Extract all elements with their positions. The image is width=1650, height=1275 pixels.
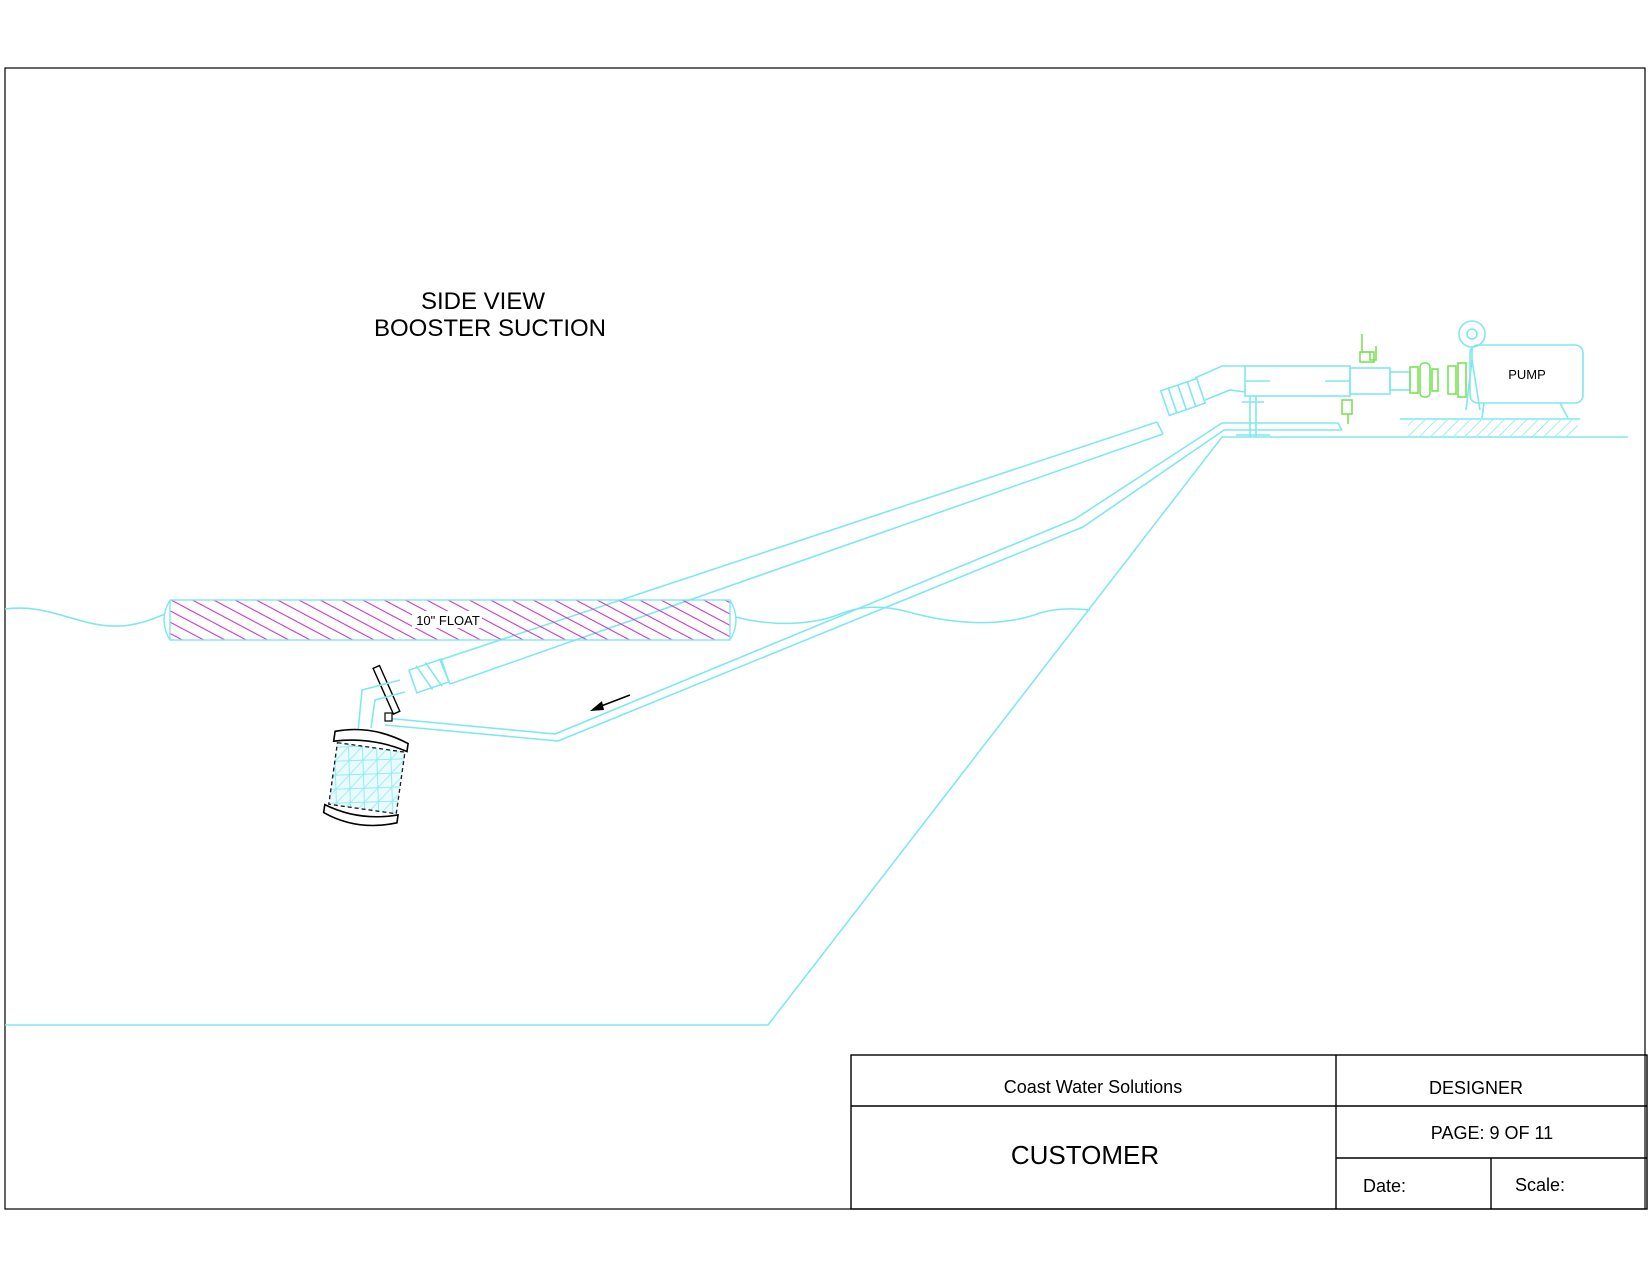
sheet-border — [4, 67, 1646, 1210]
return-line — [384, 422, 1343, 742]
pump-base — [1400, 418, 1580, 436]
float-label: 10" FLOAT — [416, 613, 480, 628]
suction-hose — [408, 365, 1246, 694]
customer-label: CUSTOMER — [1011, 1140, 1159, 1170]
date-label: Date: — [1363, 1176, 1406, 1196]
designer-label: DESIGNER — [1429, 1078, 1523, 1098]
company-name: Coast Water Solutions — [1004, 1077, 1182, 1097]
ground-profile — [5, 436, 1628, 1026]
pump-label: PUMP — [1508, 367, 1546, 382]
flow-arrow-icon — [590, 694, 631, 711]
pump — [1458, 320, 1584, 419]
drawing-title-line1: SIDE VIEW — [421, 288, 545, 315]
float — [163, 599, 737, 641]
valve-fittings — [1341, 334, 1467, 424]
page-number: PAGE: 9 OF 11 — [1431, 1123, 1553, 1143]
water-surface — [4, 606, 1091, 627]
pipe-support — [1236, 365, 1411, 437]
drawing-title-line2: BOOSTER SUCTION — [374, 315, 606, 342]
strainer — [322, 664, 409, 827]
title-block — [850, 1054, 1648, 1210]
scale-label: Scale: — [1515, 1175, 1565, 1195]
